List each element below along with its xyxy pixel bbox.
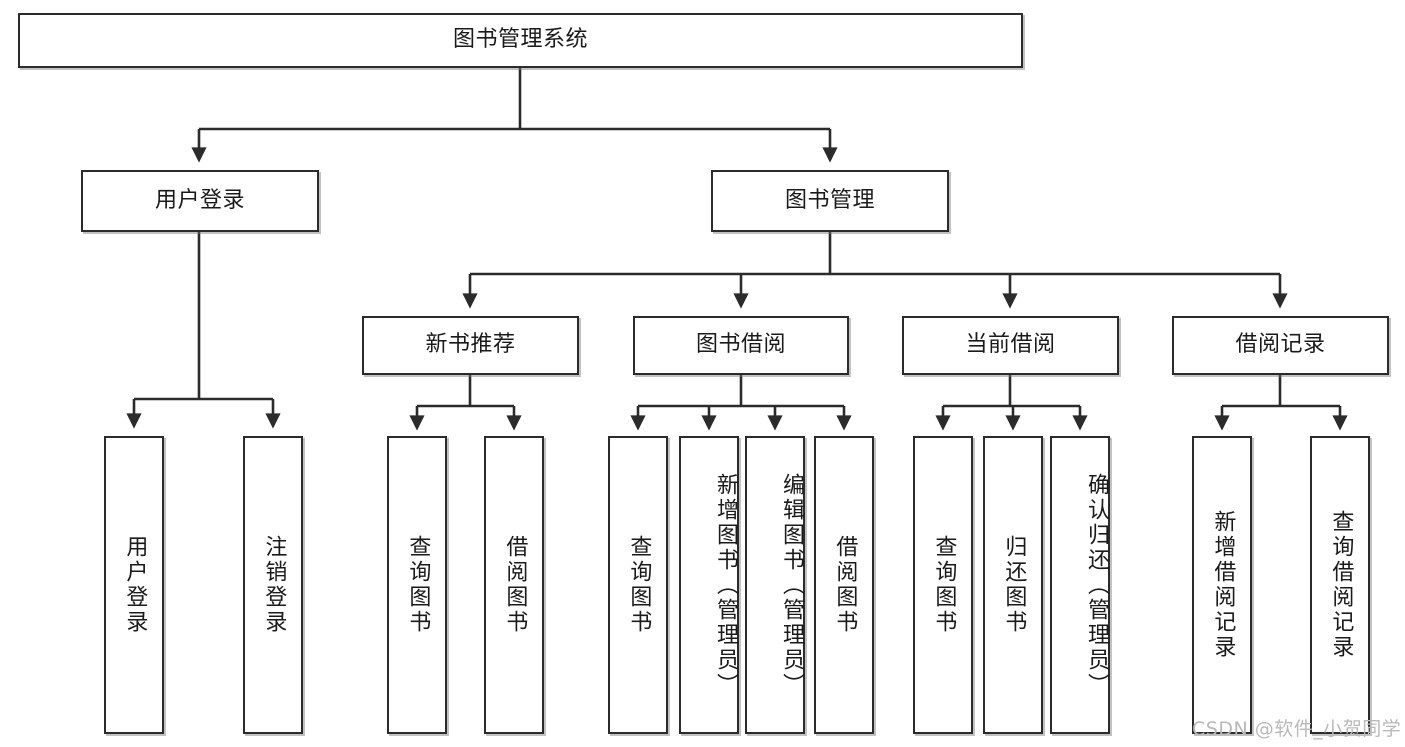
node-level3-1[interactable]: 图书借阅 [633,316,849,375]
node-leaf-0[interactable]: 用户登录 [104,436,164,734]
csdn-watermark: CSDN @软件_小贺同学 [1192,718,1402,740]
node-leaf-10[interactable]: 确认归还（管理员） [1050,436,1110,734]
node-leaf-5[interactable]: 新增图书（管理员） [679,436,739,734]
node-level2-0[interactable]: 用户登录 [81,170,319,232]
node-root[interactable]: 图书管理系统 [18,13,1023,68]
node-leaf-2[interactable]: 查询图书 [387,436,447,734]
node-leaf-6[interactable]: 编辑图书（管理员） [745,436,805,734]
node-leaf-12[interactable]: 查询借阅记录 [1310,436,1370,734]
node-level2-1[interactable]: 图书管理 [711,170,949,232]
node-leaf-8[interactable]: 查询图书 [913,436,973,734]
node-level3-3[interactable]: 借阅记录 [1172,316,1389,375]
node-leaf-1[interactable]: 注销登录 [243,436,303,734]
node-level3-0[interactable]: 新书推荐 [362,316,579,375]
node-level3-2[interactable]: 当前借阅 [902,316,1119,375]
node-leaf-11[interactable]: 新增借阅记录 [1192,436,1252,734]
node-leaf-7[interactable]: 借阅图书 [814,436,874,734]
node-leaf-4[interactable]: 查询图书 [608,436,668,734]
node-leaf-9[interactable]: 归还图书 [983,436,1043,734]
node-leaf-3[interactable]: 借阅图书 [484,436,544,734]
